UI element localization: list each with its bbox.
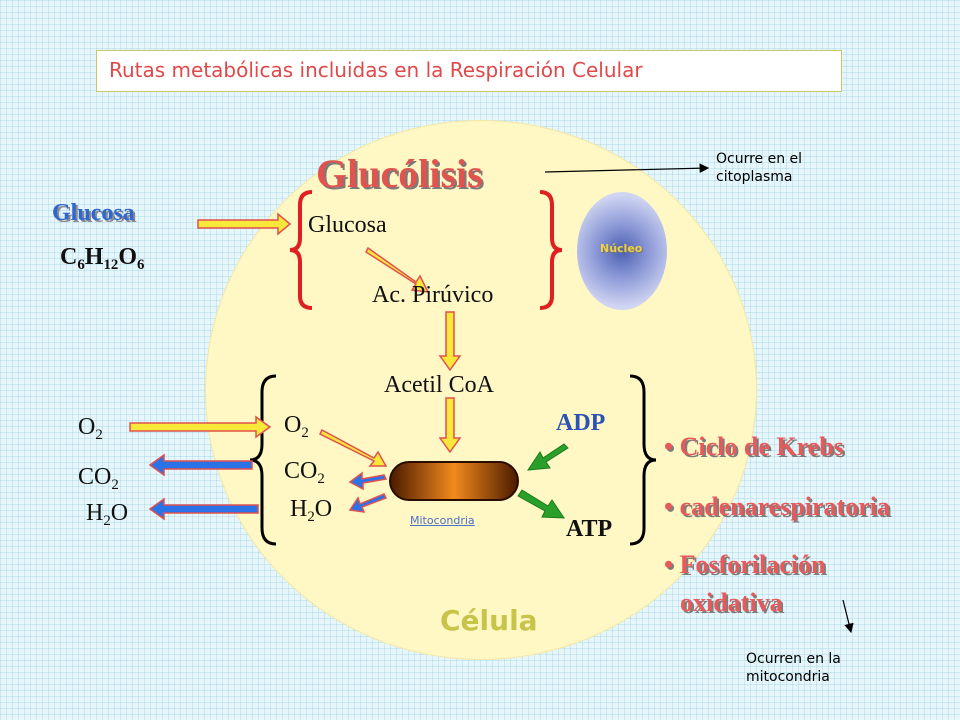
cell-body <box>205 120 757 660</box>
glucose-input-label: Glucosa <box>52 200 135 226</box>
arrow-to-mitochondria-note <box>842 599 854 634</box>
glucose-formula: C6H12O6 <box>60 244 145 274</box>
arrow-h2o-inner <box>348 493 388 513</box>
inner-h2o: H2O <box>290 496 333 526</box>
brace-mito-right <box>629 374 657 546</box>
adp-label: ADP <box>556 410 606 436</box>
arrow-atp-out <box>517 489 565 519</box>
glycolysis-step-glucose: Glucosa <box>308 212 387 238</box>
arrow-co2-inner <box>348 471 388 491</box>
note-cytoplasm: Ocurre en el citoplasma <box>716 151 803 185</box>
arrow-o2-inner <box>318 428 388 467</box>
inner-o2: O2 <box>284 412 309 442</box>
arrow-glucose-to-pyruvate <box>365 246 430 293</box>
title-banner: Rutas metabólicas incluidas en la Respir… <box>96 50 842 92</box>
title-text: Rutas metabólicas incluidas en la Respir… <box>109 58 643 82</box>
arrow-co2-left <box>148 453 253 477</box>
nucleus <box>577 192 667 310</box>
arrow-pyruvate-to-acetyl <box>438 311 462 372</box>
pathway-krebs: • Ciclo de Krebs <box>664 432 844 461</box>
cell-label: Célula <box>440 604 538 637</box>
brace-glycolysis-left <box>289 190 313 310</box>
brace-glycolysis-right <box>539 190 563 310</box>
left-co2: CO2 <box>78 464 119 494</box>
inner-co2: CO2 <box>284 458 325 488</box>
mitochondrion-shape <box>389 461 519 501</box>
mitochondria-label: Mitocondria <box>410 514 475 527</box>
arrow-h2o-left <box>148 497 259 521</box>
left-h2o: H2O <box>86 500 129 530</box>
nucleus-label: Núcleo <box>600 242 643 255</box>
pathway-oxidative-phosphorylation: • Fosforilación <box>664 550 826 579</box>
arrow-acetyl-to-mito <box>438 397 462 454</box>
brace-mito-left <box>249 374 277 546</box>
pathway-respiratory-chain: • cadenarespiratoria <box>664 492 890 521</box>
pathway-oxidative-phosphorylation-2: oxidativa <box>680 588 783 617</box>
left-o2: O2 <box>78 414 103 444</box>
atp-label: ATP <box>566 516 613 542</box>
glycolysis-heading: Glucólisis <box>316 151 483 196</box>
arrow-to-cytoplasm-note <box>544 163 710 174</box>
arrow-adp-in <box>527 443 569 471</box>
note-mitochondria: Ocurren en la mitocondria <box>746 651 841 685</box>
acetyl-coa-label: Acetil CoA <box>384 372 494 398</box>
arrow-o2-left <box>129 415 272 439</box>
glycolysis-step-pyruvate: Ac. Pirúvico <box>372 282 494 308</box>
arrow-glucose-in <box>197 212 292 236</box>
